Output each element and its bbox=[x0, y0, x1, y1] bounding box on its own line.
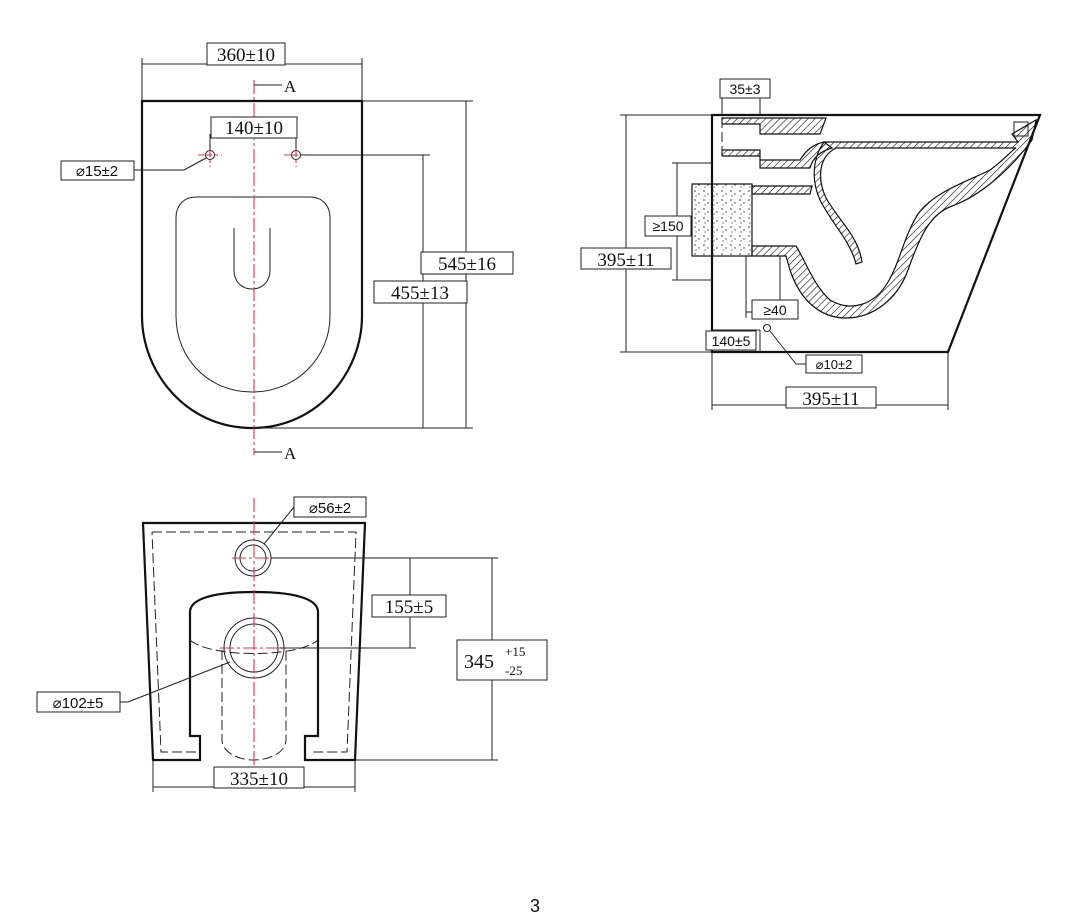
inlet-height-dim-label: 155±5 bbox=[385, 597, 433, 618]
drain-slot bbox=[233, 228, 271, 290]
depth-dim-inner-label: 455±13 bbox=[391, 283, 449, 304]
wall-block bbox=[691, 183, 753, 257]
hole-height-dim-label: 140±5 bbox=[712, 333, 751, 349]
front-view: A A 360±10 140±10 ⌀15±2 455±13 545±16 bbox=[60, 42, 514, 463]
hole-dia-dim-label: ⌀15±2 bbox=[76, 163, 118, 180]
rim-section bbox=[721, 117, 827, 135]
side-view: 35±3 395±11 ≥150 ≥40 140±5 ⌀10±2 bbox=[580, 78, 1042, 410]
page-number: 3 bbox=[530, 896, 540, 913]
side-height-dim-label: 395±11 bbox=[597, 250, 654, 271]
rim-hole bbox=[1013, 121, 1029, 137]
outlet-height-tol-plus: +15 bbox=[505, 644, 525, 659]
inlet-dia-dim-label: ⌀56±2 bbox=[309, 500, 351, 517]
seat-opening bbox=[175, 196, 331, 393]
bowl-section bbox=[751, 118, 1037, 319]
outlet-height-tol-minus: -25 bbox=[505, 663, 522, 678]
outlet-dia-dim-label: ⌀102±5 bbox=[53, 695, 104, 712]
outlet-height-dim-label: 345 bbox=[464, 651, 494, 673]
small-hole-dim-label: ⌀10±2 bbox=[816, 357, 853, 372]
width-dim-label: 360±10 bbox=[217, 45, 275, 66]
section-mark-top: A bbox=[284, 77, 297, 96]
trap-top bbox=[751, 185, 813, 195]
hole-spacing-dim-label: 140±10 bbox=[225, 118, 283, 139]
side-length-dim-label: 395±11 bbox=[802, 389, 859, 410]
depth-dim-outer-label: 545±16 bbox=[438, 254, 496, 275]
base-width-dim-label: 335±10 bbox=[230, 769, 288, 790]
top-offset-dim-label: 35±3 bbox=[729, 81, 760, 97]
rear-view: ⌀56±2 155±5 345 +15 -25 ⌀102±5 335±10 bbox=[36, 496, 548, 792]
section-mark-bottom: A bbox=[284, 444, 297, 463]
small-hole bbox=[763, 324, 771, 332]
outlet-dim-label: ≥40 bbox=[763, 302, 786, 318]
inlet-dim-label: ≥150 bbox=[652, 218, 683, 234]
front-outline bbox=[140, 99, 364, 430]
